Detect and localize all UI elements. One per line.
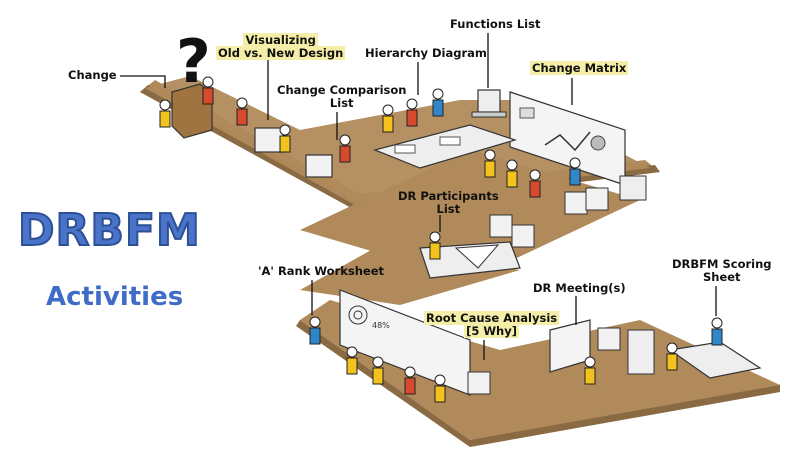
label-visualizing: Visualizing Old vs. New Design [216, 33, 346, 60]
label-drbfm-scoring-line1: DRBFM Scoring [672, 257, 772, 271]
person [236, 97, 248, 126]
label-a-rank-worksheet: 'A' Rank Worksheet [258, 264, 385, 278]
label-change: Change [68, 68, 117, 82]
person [529, 169, 541, 198]
label-dr-participants-line1: DR Participants [398, 189, 499, 203]
person [666, 342, 678, 371]
person [202, 76, 214, 105]
svg-text:48%: 48% [372, 321, 390, 330]
question-box: ? [171, 27, 213, 139]
dr-meeting-board [549, 319, 621, 373]
person [434, 374, 446, 403]
label-pointers [120, 33, 717, 360]
person [279, 124, 291, 153]
label-drbfm-scoring-line2: Sheet [702, 270, 741, 284]
functions-list-monitor [471, 89, 507, 118]
label-change-comparison: Change Comparison List [277, 84, 406, 110]
label-dr-meetings: DR Meeting(s) [533, 281, 626, 295]
person [339, 134, 351, 163]
person [569, 157, 581, 186]
shelves [619, 175, 655, 375]
label-visualizing-line2: Old vs. New Design [216, 46, 346, 60]
person [309, 316, 321, 345]
person [159, 99, 171, 128]
label-root-cause-line1: Root Cause Analysis [424, 311, 560, 325]
person [406, 98, 418, 127]
label-change-matrix-text: Change Matrix [530, 61, 629, 75]
person [506, 159, 518, 188]
middle-monitors [489, 187, 609, 248]
label-change-comparison-line1: Change Comparison [277, 83, 407, 97]
person [584, 356, 596, 385]
subtitle: Activities [46, 282, 184, 312]
label-change-matrix: Change Matrix [530, 61, 629, 75]
scoring-sheet-table [668, 341, 762, 379]
person [484, 149, 496, 178]
person [432, 88, 444, 117]
people [159, 76, 723, 403]
label-dr-participants-line2: List [436, 202, 461, 216]
dr-participants-table [419, 241, 521, 279]
change-pointer [120, 75, 166, 88]
middle-floor-diagonal [300, 245, 520, 305]
hierarchy-diagram-table [373, 124, 518, 169]
upper-floor-segment-top [140, 85, 660, 210]
person [382, 104, 394, 133]
label-root-cause-line2: [5 Why] [464, 324, 519, 338]
person [429, 231, 441, 260]
main-title: DRBFM [17, 204, 201, 257]
label-root-cause: Root Cause Analysis [5 Why] [424, 311, 560, 338]
label-hierarchy-diagram: Hierarchy Diagram [365, 46, 487, 60]
person [404, 366, 416, 395]
label-dr-participants: DR Participants List [398, 190, 499, 216]
label-change-comparison-line2: List [329, 96, 354, 110]
person [346, 346, 358, 375]
change-comparison-monitor [254, 127, 333, 178]
person [372, 356, 384, 385]
person [711, 317, 723, 346]
label-functions-list: Functions List [450, 17, 541, 31]
label-visualizing-line1: Visualizing [243, 33, 318, 47]
lower-monitor [467, 371, 491, 395]
label-drbfm-scoring: DRBFM Scoring Sheet [672, 258, 772, 284]
